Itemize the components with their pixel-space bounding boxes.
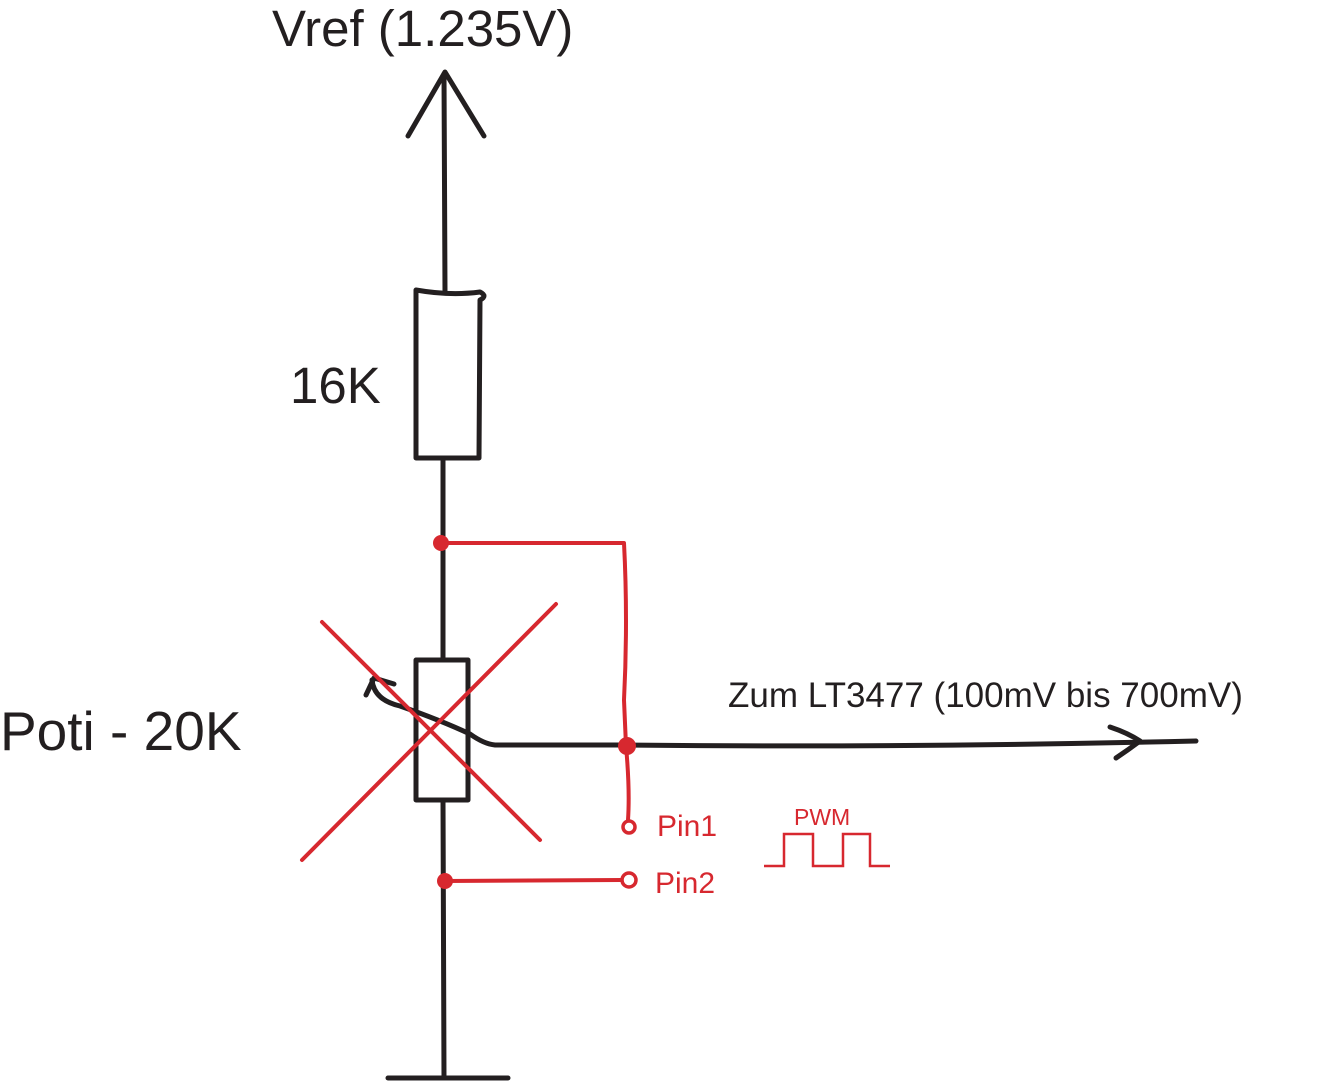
pwm-label: PWM <box>794 804 850 830</box>
pin1-terminal <box>621 819 637 835</box>
pin2-terminal <box>620 871 638 889</box>
main-circuit <box>363 69 1199 1081</box>
poti-label: Poti - 20K <box>0 700 242 762</box>
pwm-waveform-icon <box>764 832 890 868</box>
junction-dot-top <box>433 535 449 551</box>
strike-line-2 <box>300 602 558 862</box>
resistor-16k-symbol <box>413 287 487 461</box>
pin1-label: Pin1 <box>657 810 717 843</box>
vref-wire <box>441 71 448 295</box>
output-arrow-icon <box>1107 724 1143 761</box>
wiper-wire <box>369 677 1199 749</box>
pin2-wire <box>443 878 624 883</box>
ground-wire <box>440 797 447 1081</box>
pwm-modification <box>300 535 890 889</box>
wiper-arrow-icon <box>363 675 397 698</box>
output-label: Zum LT3477 (100mV bis 700mV) <box>728 676 1243 715</box>
pin2-label: Pin2 <box>655 867 715 900</box>
vref-label: Vref (1.235V) <box>272 0 573 57</box>
junction-dot-bottom <box>437 873 453 889</box>
junction-dot-output <box>618 737 636 755</box>
resistor-16k-label: 16K <box>290 357 381 414</box>
pin1-wire <box>439 541 631 822</box>
